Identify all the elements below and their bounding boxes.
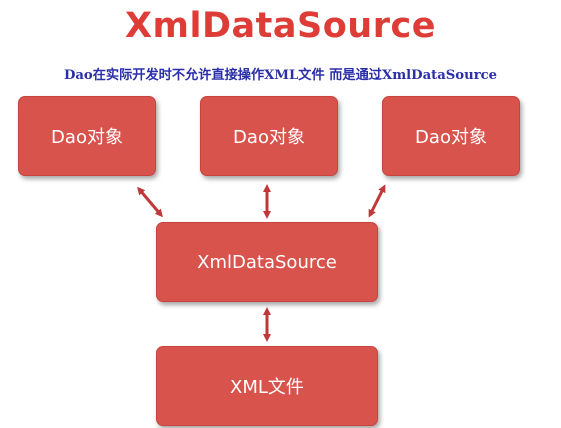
dao-object-box-right: Dao对象 <box>382 96 520 176</box>
xml-data-source-box: XmlDataSource <box>156 222 378 302</box>
dao-object-box-left: Dao对象 <box>18 96 156 176</box>
diagram-title: XmlDataSource <box>125 6 436 46</box>
dao-object-label-middle: Dao对象 <box>233 127 305 148</box>
diagram-subtitle: Dao在实际开发时不允许直接操作XML文件 而是通过XmlDataSource <box>63 68 498 83</box>
dao-object-label-left: Dao对象 <box>51 127 123 148</box>
dao-object-label-right: Dao对象 <box>415 127 487 148</box>
arrow-dao-right-to-xml-data-source <box>368 184 386 218</box>
arrow-dao-left-to-xml-data-source <box>137 186 163 218</box>
dao-object-box-middle: Dao对象 <box>200 96 338 176</box>
xml-file-box: XML文件 <box>156 346 378 426</box>
xml-file-label: XML文件 <box>230 377 304 398</box>
xml-data-source-label: XmlDataSource <box>197 251 337 273</box>
